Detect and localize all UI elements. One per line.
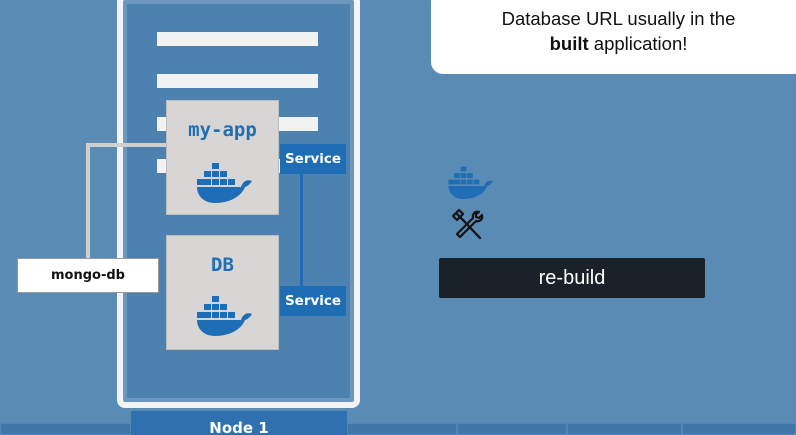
tools-icon xyxy=(451,208,484,240)
rack-line xyxy=(157,32,318,46)
note-rest: application! xyxy=(593,33,688,54)
docker-whale-icon xyxy=(448,166,494,199)
rebuild-label: re-build xyxy=(439,258,705,298)
pod-title: DB xyxy=(211,254,234,276)
app-service: Service xyxy=(280,144,346,174)
docker-whale-icon xyxy=(197,296,252,336)
node-label: Node 1 xyxy=(131,411,347,435)
pod-title: my-app xyxy=(188,119,257,141)
mongo-db-config-label: mongo-db xyxy=(17,258,159,293)
rack-line xyxy=(157,74,318,88)
my-app-pod: my-app xyxy=(166,100,279,215)
note-box: Database URL usually in the built applic… xyxy=(431,0,796,74)
service-connector xyxy=(300,174,303,288)
note-bold: built xyxy=(549,33,589,54)
docker-whale-icon xyxy=(197,163,252,203)
db-service: Service xyxy=(280,286,346,316)
note-line-2: built application! xyxy=(431,31,796,56)
db-pod: DB xyxy=(166,235,279,350)
note-line-1: Database URL usually in the xyxy=(501,8,736,29)
